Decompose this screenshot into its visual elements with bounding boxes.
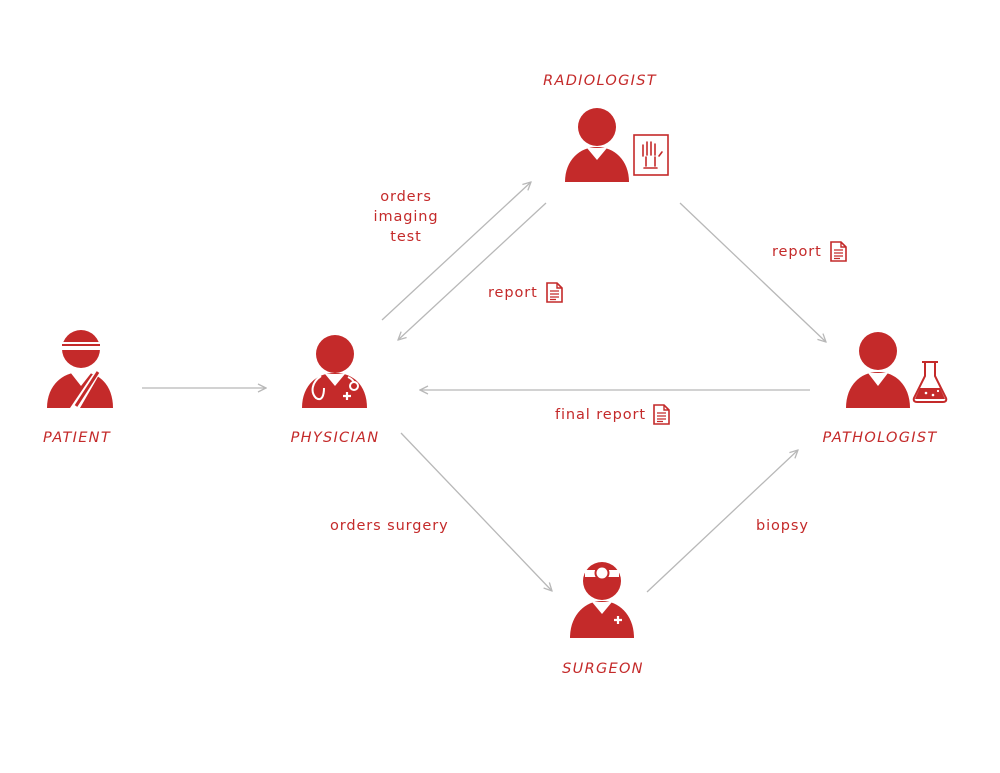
report-to-physician-label: report bbox=[488, 285, 538, 301]
injured-patient-icon bbox=[47, 330, 113, 408]
orders-imaging-test-line: test bbox=[390, 229, 422, 245]
final-report-document-icon bbox=[653, 404, 670, 425]
final-report-label: final report bbox=[555, 407, 646, 423]
arrow-physician-to-surgeon bbox=[400, 432, 552, 591]
orders-imaging-test-label: orders imaging test bbox=[374, 187, 439, 247]
xray-film-icon bbox=[633, 134, 669, 176]
arrow-radiologist-to-physician bbox=[398, 202, 547, 340]
orders-surgery-label: orders surgery bbox=[330, 518, 449, 534]
pathologist-label: PATHOLOGIST bbox=[822, 430, 938, 446]
biopsy-label: biopsy bbox=[756, 518, 809, 534]
surgeon-headlamp-icon bbox=[570, 562, 634, 638]
report-document-icon bbox=[546, 282, 563, 303]
report-document-icon bbox=[830, 241, 847, 262]
report-to-pathologist-label: report bbox=[772, 244, 822, 260]
lab-flask-icon bbox=[912, 361, 948, 403]
physician-label: PHYSICIAN bbox=[290, 430, 380, 446]
orders-imaging-test-line: orders bbox=[380, 189, 432, 205]
arrow-surgeon-to-pathologist bbox=[646, 450, 798, 593]
physician-stethoscope-icon bbox=[302, 335, 367, 408]
arrow-physician-to-radiologist bbox=[381, 182, 531, 321]
radiologist-icon bbox=[565, 108, 629, 182]
surgeon-label: SURGEON bbox=[562, 661, 644, 677]
pathologist-icon bbox=[846, 332, 910, 408]
orders-imaging-test-line: imaging bbox=[373, 209, 439, 225]
patient-label: PATIENT bbox=[43, 430, 111, 446]
arrow-radiologist-to-pathologist bbox=[679, 202, 826, 342]
radiologist-label: RADIOLOGIST bbox=[543, 73, 657, 89]
